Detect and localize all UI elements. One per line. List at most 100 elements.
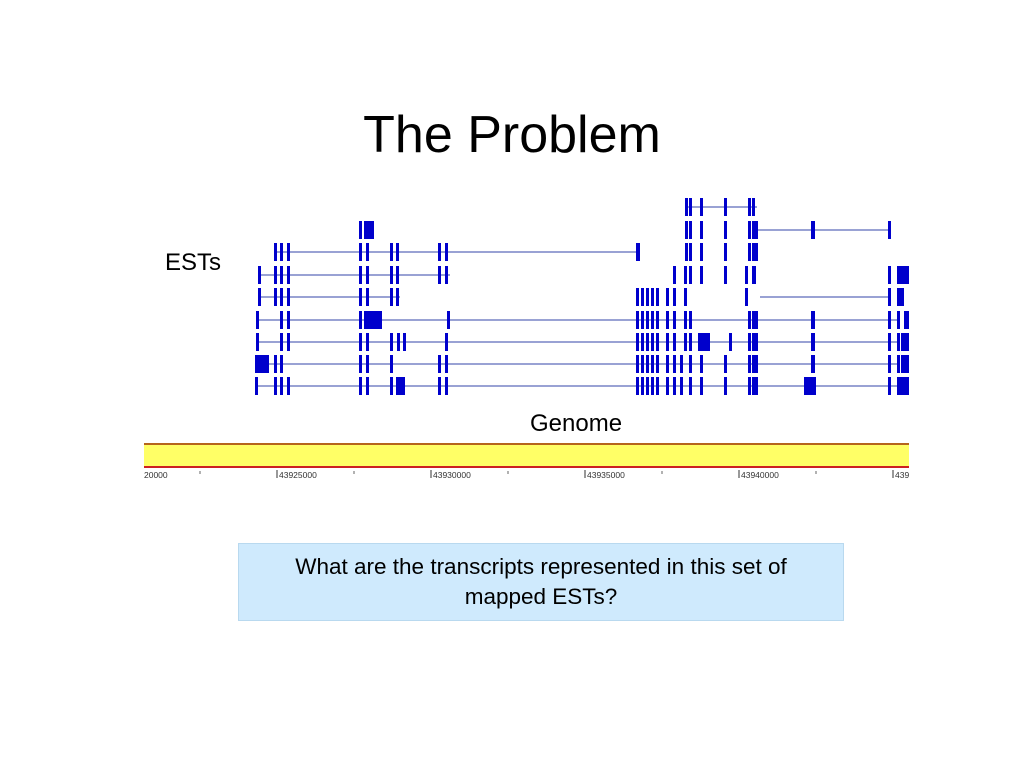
- est-exon-block: [666, 355, 669, 373]
- est-exon-block: [752, 221, 758, 239]
- est-exon-block: [745, 266, 748, 284]
- est-exon-block: [684, 311, 687, 329]
- est-exon-block: [684, 266, 687, 284]
- est-exon-block: [287, 333, 290, 351]
- est-exon-block: [390, 243, 393, 261]
- est-exon-block: [689, 221, 692, 239]
- est-exon-block: [390, 377, 393, 395]
- est-exon-block: [656, 377, 659, 395]
- est-exon-block: [646, 377, 649, 395]
- est-exon-block: [364, 221, 374, 239]
- est-row: [258, 288, 904, 306]
- est-exon-block: [673, 355, 676, 373]
- est-exon-block: [901, 355, 909, 373]
- genome-axis-ticks: [199, 470, 894, 478]
- axis-tick-label: 43930000: [433, 470, 471, 480]
- est-exon-block: [445, 333, 448, 351]
- est-exon-block: [888, 377, 891, 395]
- est-exon-block: [811, 311, 815, 329]
- est-exon-block: [748, 198, 751, 216]
- est-exon-block: [700, 243, 703, 261]
- est-exon-block: [366, 288, 369, 306]
- est-exon-block: [280, 355, 283, 373]
- est-exon-block: [256, 333, 259, 351]
- est-exon-block: [673, 377, 676, 395]
- est-exon-block: [888, 355, 891, 373]
- est-exon-block: [651, 377, 654, 395]
- est-row: [258, 266, 909, 284]
- est-exon-block: [280, 333, 283, 351]
- est-exon-block: [651, 311, 654, 329]
- est-exon-block: [897, 266, 909, 284]
- est-exon-block: [724, 243, 727, 261]
- est-exon-block: [287, 377, 290, 395]
- est-exon-block: [656, 355, 659, 373]
- genome-bar: [144, 444, 909, 467]
- est-exon-block: [680, 355, 683, 373]
- est-exon-block: [359, 221, 362, 239]
- est-row: [685, 198, 757, 216]
- est-exon-block: [685, 243, 688, 261]
- est-exon-block: [359, 288, 362, 306]
- est-exon-block: [804, 377, 816, 395]
- est-exon-block: [689, 198, 692, 216]
- est-exon-block: [255, 377, 258, 395]
- est-exon-block: [287, 243, 290, 261]
- est-exon-block: [366, 355, 369, 373]
- ests-label: ESTs: [165, 249, 222, 276]
- est-row: [274, 243, 758, 261]
- est-exon-block: [280, 377, 283, 395]
- est-exon-block: [748, 333, 751, 351]
- est-exon-block: [888, 333, 891, 351]
- est-exon-block: [666, 377, 669, 395]
- est-exon-block: [689, 355, 692, 373]
- est-exon-block: [641, 377, 644, 395]
- est-exon-block: [888, 266, 891, 284]
- est-exon-block: [748, 355, 751, 373]
- est-exon-block: [752, 333, 758, 351]
- est-exon-block: [689, 266, 692, 284]
- est-exon-block: [359, 333, 362, 351]
- est-exon-block: [396, 266, 399, 284]
- est-exon-block: [745, 288, 748, 306]
- est-exon-block: [280, 311, 283, 329]
- est-exon-block: [811, 221, 815, 239]
- est-exon-block: [287, 311, 290, 329]
- est-exon-block: [646, 311, 649, 329]
- est-exon-block: [396, 288, 399, 306]
- est-exon-block: [280, 266, 283, 284]
- est-exon-block: [366, 243, 369, 261]
- est-exon-block: [403, 333, 406, 351]
- est-exon-block: [811, 355, 815, 373]
- question-text: What are the transcripts represented in …: [295, 554, 787, 609]
- axis-tick-label: 439: [895, 470, 909, 480]
- est-exon-block: [666, 311, 669, 329]
- est-exon-block: [811, 333, 815, 351]
- est-exon-block: [366, 333, 369, 351]
- est-exon-block: [752, 198, 755, 216]
- est-exon-block: [752, 311, 758, 329]
- slide-title: The Problem: [363, 106, 661, 164]
- est-exon-block: [445, 243, 448, 261]
- est-exon-block: [666, 288, 669, 306]
- est-exon-block: [700, 221, 703, 239]
- est-exon-block: [390, 355, 393, 373]
- est-exon-block: [636, 333, 639, 351]
- est-exon-block: [438, 355, 441, 373]
- est-exon-block: [280, 243, 283, 261]
- est-exon-block: [438, 377, 441, 395]
- est-exon-block: [729, 333, 732, 351]
- est-exon-block: [698, 333, 710, 351]
- est-exon-block: [680, 377, 683, 395]
- est-exon-block: [256, 311, 259, 329]
- est-exon-block: [888, 288, 891, 306]
- est-exon-block: [685, 221, 688, 239]
- est-exon-block: [641, 311, 644, 329]
- est-exon-block: [636, 288, 639, 306]
- est-exon-block: [700, 355, 703, 373]
- est-exon-block: [646, 288, 649, 306]
- est-exon-block: [359, 355, 362, 373]
- genome-label: Genome: [530, 410, 623, 437]
- est-exon-block: [280, 288, 283, 306]
- est-exon-block: [438, 266, 441, 284]
